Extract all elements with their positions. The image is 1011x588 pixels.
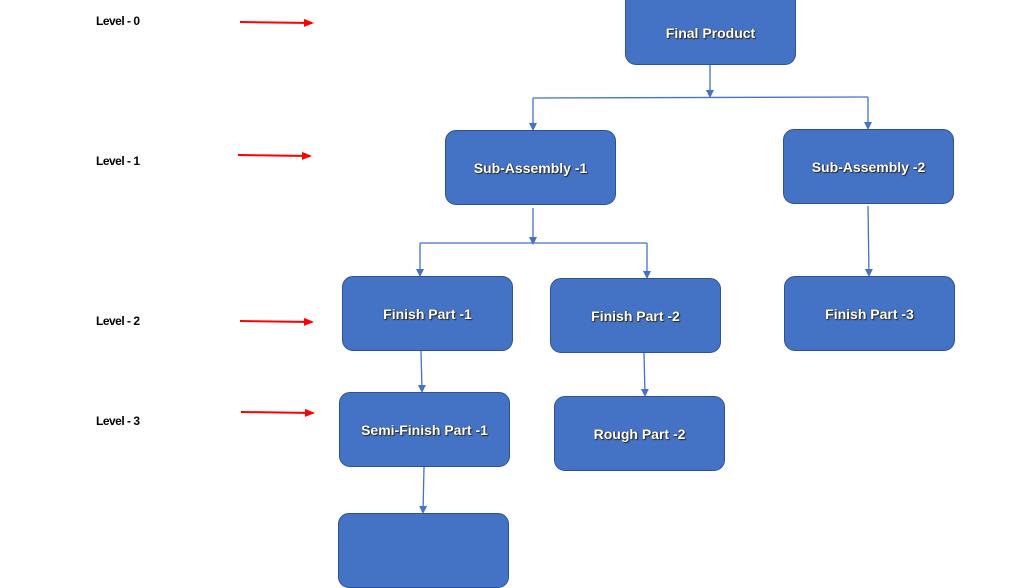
node-rough-part-2[interactable]: Rough Part -2 <box>554 396 725 471</box>
node-final-product[interactable]: Final Product <box>625 0 796 65</box>
node-finish-part-2[interactable]: Finish Part -2 <box>550 278 721 353</box>
node-level-4-partial[interactable] <box>338 513 509 588</box>
connector-sub2-to-fp3 <box>864 205 873 277</box>
connector-fp1-to-semi <box>417 350 426 393</box>
connector-semi-to-level4 <box>419 466 428 514</box>
node-finish-part-1[interactable]: Finish Part -1 <box>342 276 513 351</box>
node-sub-assembly-2[interactable]: Sub-Assembly -2 <box>783 129 954 204</box>
node-semi-finish-part-1[interactable]: Semi-Finish Part -1 <box>339 392 510 467</box>
level-1-arrow <box>237 151 312 160</box>
level-0-arrow <box>239 18 314 27</box>
connectors <box>237 18 873 514</box>
level-2-label: Level - 2 <box>96 314 140 328</box>
node-sub-assembly-1[interactable]: Sub-Assembly -1 <box>445 130 616 205</box>
level-2-arrow <box>239 317 314 326</box>
level-3-label: Level - 3 <box>96 414 140 428</box>
level-0-label: Level - 0 <box>96 14 140 28</box>
connector-final-branch <box>532 96 869 99</box>
node-finish-part-3[interactable]: Finish Part -3 <box>784 276 955 351</box>
level-1-label: Level - 1 <box>96 154 140 168</box>
level-3-arrow <box>240 408 315 417</box>
connector-fp2-to-rough <box>640 352 649 397</box>
